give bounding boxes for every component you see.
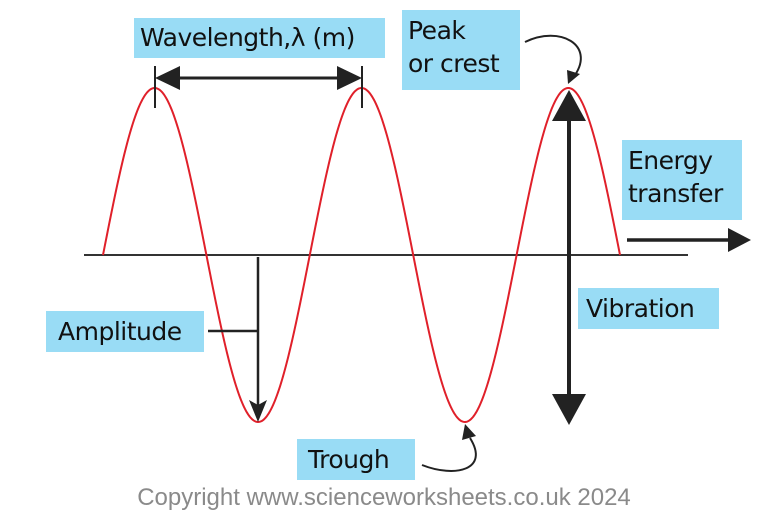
peak-label: Peak or crest [402,10,520,90]
energy-transfer-label: Energy transfer [622,140,742,220]
energy-label-line1: Energy [628,146,713,175]
energy-label-line2: transfer [628,179,723,208]
peak-label-line1: Peak [408,16,466,45]
amplitude-label: Amplitude [46,311,204,352]
amplitude-arrow [208,257,267,422]
trough-pointer-arrow [421,424,477,472]
energy-transfer-arrow [627,228,751,252]
vibration-arrow [552,90,586,425]
copyright-text: Copyright www.scienceworksheets.co.uk 20… [137,484,631,511]
wavelength-label: Wavelength,λ (m) [134,18,385,58]
peak-label-line2: or crest [408,49,500,78]
peak-pointer-arrow [524,34,582,84]
vibration-label: Vibration [578,288,719,329]
wavelength-arrow [154,66,363,108]
trough-label: Trough [297,439,415,480]
